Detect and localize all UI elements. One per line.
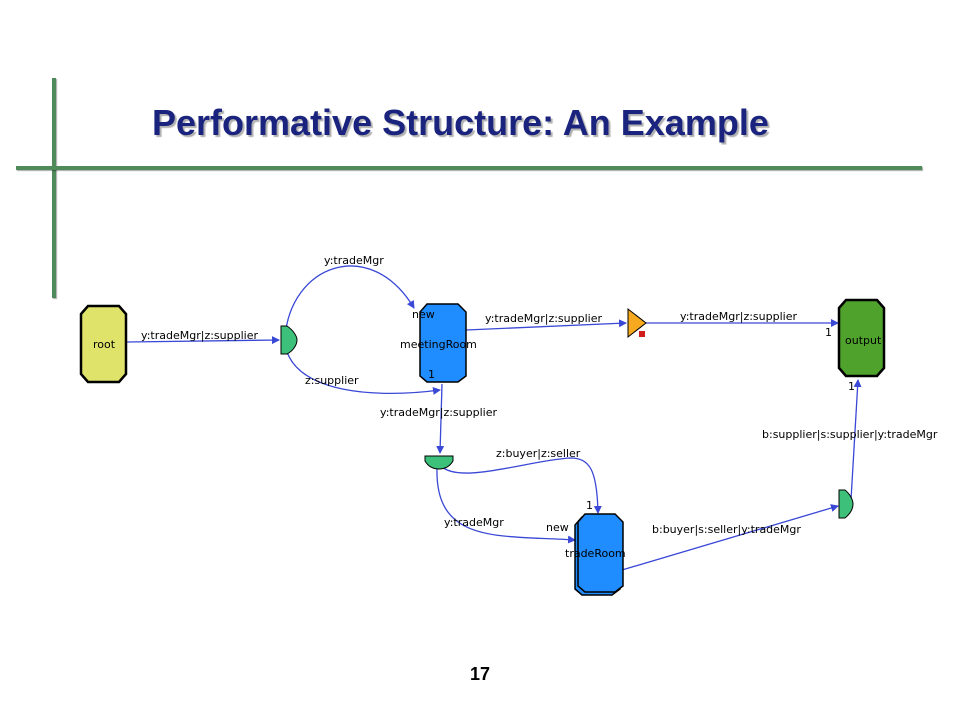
edge-label-meeting-to-t2: y:tradeMgr|z:supplier (380, 406, 497, 419)
triangle-transition-node (627, 307, 647, 339)
edge-label-t2-to-trade-bottom: y:tradeMgr (444, 516, 504, 529)
slide-title: Performative Structure: An Example (152, 102, 769, 143)
edge-label-t1-to-meeting-top: y:tradeMgr (324, 254, 384, 267)
triangle-marker (639, 331, 645, 337)
edge-transition1-to-meeting-bottom (284, 344, 441, 395)
edge-trade-to-transition3 (621, 504, 839, 571)
output-one-top-label: 1 (825, 326, 832, 339)
page-number: 17 (469, 664, 491, 684)
vertical-accent-rule (52, 78, 56, 298)
meeting-room-label: meetingRoom (400, 338, 477, 351)
edge-transition2-to-trade-bottom (436, 467, 576, 544)
edge-label-t1-to-meeting-bottom: z:supplier (305, 374, 359, 387)
edge-transition1-to-meeting-top (284, 265, 415, 339)
meeting-room-new-label: new (412, 308, 435, 321)
edge-label-root-to-t1: y:tradeMgr|z:supplier (141, 329, 258, 342)
root-label: root (93, 338, 116, 351)
edge-label-meeting-to-triangle: y:tradeMgr|z:supplier (485, 312, 602, 325)
output-one-bottom-label: 1 (848, 380, 855, 393)
trade-room-one-label: 1 (586, 499, 593, 512)
horizontal-accent-rule (16, 166, 922, 170)
edge-label-t3-to-output: b:supplier|s:supplier|y:tradeMgr (762, 428, 938, 441)
output-node: output 1 1 (825, 298, 886, 393)
transition2-node (424, 455, 454, 470)
edge-transition3-to-output (850, 379, 862, 501)
trade-room-label: tradeRoom (565, 547, 626, 560)
meeting-room-one-label: 1 (428, 368, 435, 381)
meeting-room-node: new meetingRoom 1 (400, 303, 477, 383)
root-node: root (79, 304, 128, 384)
trade-room-new-label: new (546, 521, 569, 534)
transition3-node (838, 489, 854, 519)
edge-meeting-to-transition2 (436, 383, 445, 454)
edge-root-to-transition1 (126, 336, 280, 345)
edge-meeting-to-triangle (465, 319, 627, 331)
edge-label-triangle-to-output: y:tradeMgr|z:supplier (680, 310, 797, 323)
output-label: output (845, 334, 882, 347)
edge-label-t2-to-trade-top: z:buyer|z:seller (496, 447, 581, 460)
trade-room-node: 1 new tradeRoom (546, 499, 626, 596)
transition1-node (280, 325, 298, 355)
edge-label-trade-to-t3: b:buyer|s:seller|y:tradeMgr (652, 523, 801, 536)
edge-transition2-to-trade-top (440, 457, 602, 514)
